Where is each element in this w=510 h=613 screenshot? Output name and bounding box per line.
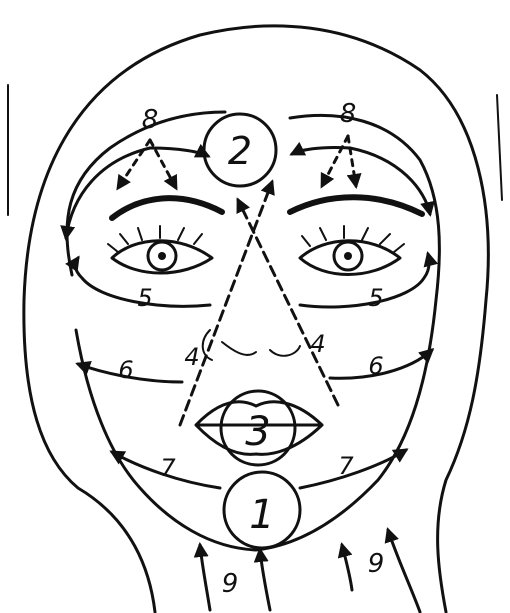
right-edge-mark	[497, 95, 502, 200]
label-cheek-left: 6	[118, 356, 133, 384]
under-eye-arrow-right	[300, 254, 429, 307]
nose-arrow-left	[180, 182, 272, 425]
right-eye	[300, 226, 404, 275]
label-jaw-left: 7	[160, 454, 176, 482]
label-forehead: 2	[228, 129, 252, 173]
label-brow-left: 8	[142, 105, 159, 135]
label-under-eye-left: 5	[137, 284, 152, 312]
label-neck-right: 9	[368, 549, 385, 579]
brow-arrows-left	[66, 140, 208, 238]
nose	[203, 330, 300, 360]
label-brow-right: 8	[340, 99, 357, 129]
label-under-eye-right: 5	[368, 284, 383, 312]
label-neck-left: 9	[222, 569, 239, 599]
label-nose-right: 4	[310, 330, 325, 358]
label-chin: 1	[249, 492, 274, 538]
label-jaw-right: 7	[338, 452, 354, 480]
label-cheek-right: 6	[368, 352, 383, 380]
nose-arrow-right	[238, 200, 338, 405]
label-lips: 3	[245, 409, 270, 455]
label-nose-left: 4	[184, 343, 199, 371]
right-eyebrow	[290, 197, 422, 214]
left-eye	[108, 226, 212, 273]
left-eyebrow	[112, 198, 222, 218]
face-outline	[67, 112, 439, 550]
